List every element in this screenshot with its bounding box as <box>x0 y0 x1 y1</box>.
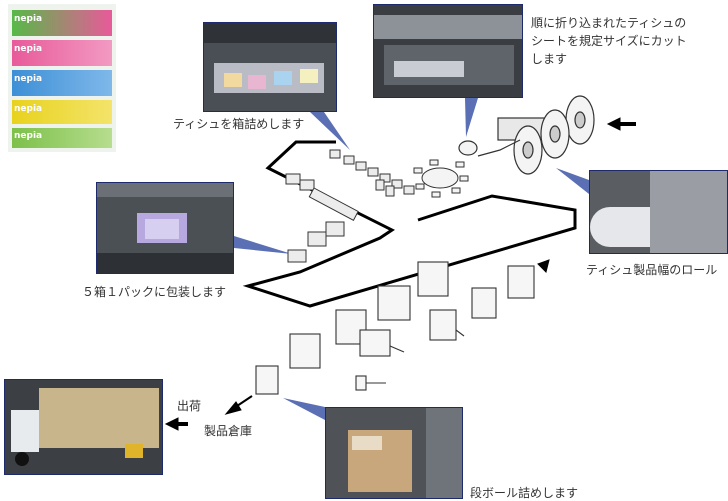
photo-pack <box>96 182 234 274</box>
label-cardboard: 段ボール詰めします <box>470 486 579 500</box>
boxing-line <box>285 149 415 263</box>
arrows <box>164 117 636 431</box>
label-boxing: ティシュを箱詰めします <box>173 117 305 131</box>
callout-cutting <box>465 98 478 137</box>
callout-roll <box>556 168 589 194</box>
pack-cubes <box>255 261 535 395</box>
photo-roll <box>589 170 728 254</box>
product-box-stack: nepia nepia nepia nepia nepia <box>8 4 116 152</box>
photo-cutting <box>373 4 523 98</box>
label-cutting-line2: シートを規定サイズにカット <box>531 34 687 48</box>
photo-warehouse <box>4 379 163 475</box>
callout-boxing <box>310 112 350 150</box>
callout-cardboard <box>283 398 325 420</box>
roll-machine <box>458 95 595 175</box>
photo-cardboard <box>325 407 463 499</box>
label-cutting-line1: 順に折り込まれたティシュの <box>531 16 687 30</box>
label-warehouse: 製品倉庫 <box>204 424 253 438</box>
label-roll: ティシュ製品幅のロール <box>586 263 718 277</box>
photo-boxing <box>203 22 337 112</box>
label-cutting-line3: します <box>531 52 568 66</box>
callout-pack <box>234 236 292 254</box>
conveyor-line <box>242 140 577 308</box>
carousel <box>413 159 469 198</box>
label-pack: ５箱１パックに包装します <box>82 285 227 299</box>
label-ship: 出荷 <box>177 399 202 413</box>
